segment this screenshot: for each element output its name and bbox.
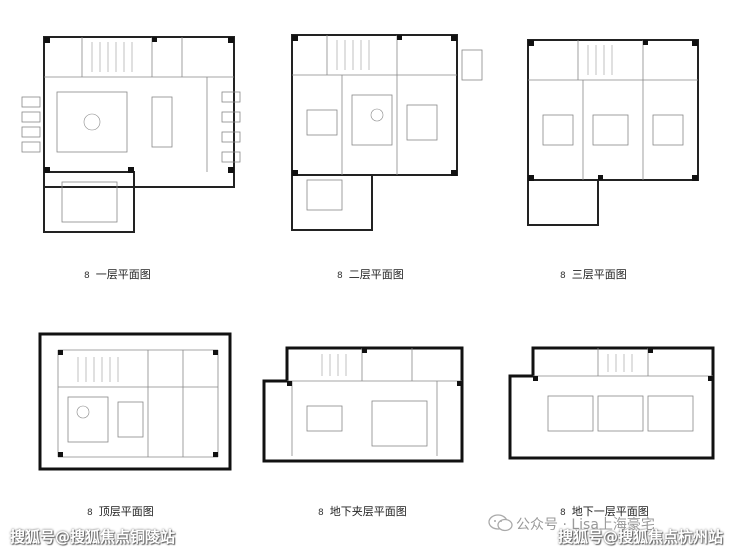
basement-1-drawing	[508, 346, 715, 460]
caption-bullet: 8	[560, 271, 566, 281]
caption-bullet: 8	[337, 271, 343, 281]
right-watermark: 搜狐号@搜狐焦点杭州站	[558, 528, 724, 546]
top-floor-caption: 8 顶层平面图	[87, 503, 154, 519]
caption-text: 顶层平面图	[98, 505, 154, 518]
caption-text: 地下夹层平面图	[329, 505, 407, 518]
caption-text: 三层平面图	[571, 268, 627, 281]
top-floor-drawing	[38, 332, 232, 471]
caption-bullet: 8	[318, 508, 324, 518]
caption-bullet: 8	[87, 508, 93, 518]
left-watermark: 搜狐号@搜狐焦点铜陵站	[10, 528, 176, 546]
middle-watermark: 公众号 · Lisa上海豪宅	[516, 517, 655, 533]
wechat-icon	[488, 513, 514, 533]
floor-2-drawing	[291, 34, 483, 231]
top-floor-plan	[38, 332, 233, 472]
caption-text: 二层平面图	[348, 268, 404, 281]
floor-1-plan	[21, 22, 252, 237]
caption-bullet: 8	[560, 508, 566, 518]
floor-3-drawing	[527, 39, 699, 226]
basement-mezzanine-drawing	[262, 346, 464, 463]
floor-1-caption: 8 一层平面图	[84, 266, 151, 282]
floor-3-plan	[518, 35, 703, 230]
floor-2-plan	[282, 30, 487, 231]
basement-mezzanine-caption: 8 地下夹层平面图	[318, 503, 407, 519]
caption-text: 地下一层平面图	[571, 505, 649, 518]
basement-mezzanine-plan	[262, 346, 476, 466]
basement-1-caption: 8 地下一层平面图	[560, 503, 649, 519]
floor-1-drawing	[21, 36, 241, 233]
caption-text: 一层平面图	[95, 268, 151, 281]
floor-3-caption: 8 三层平面图	[560, 266, 627, 282]
caption-bullet: 8	[84, 271, 90, 281]
basement-1-plan	[508, 346, 720, 464]
floor-2-caption: 8 二层平面图	[337, 266, 404, 282]
